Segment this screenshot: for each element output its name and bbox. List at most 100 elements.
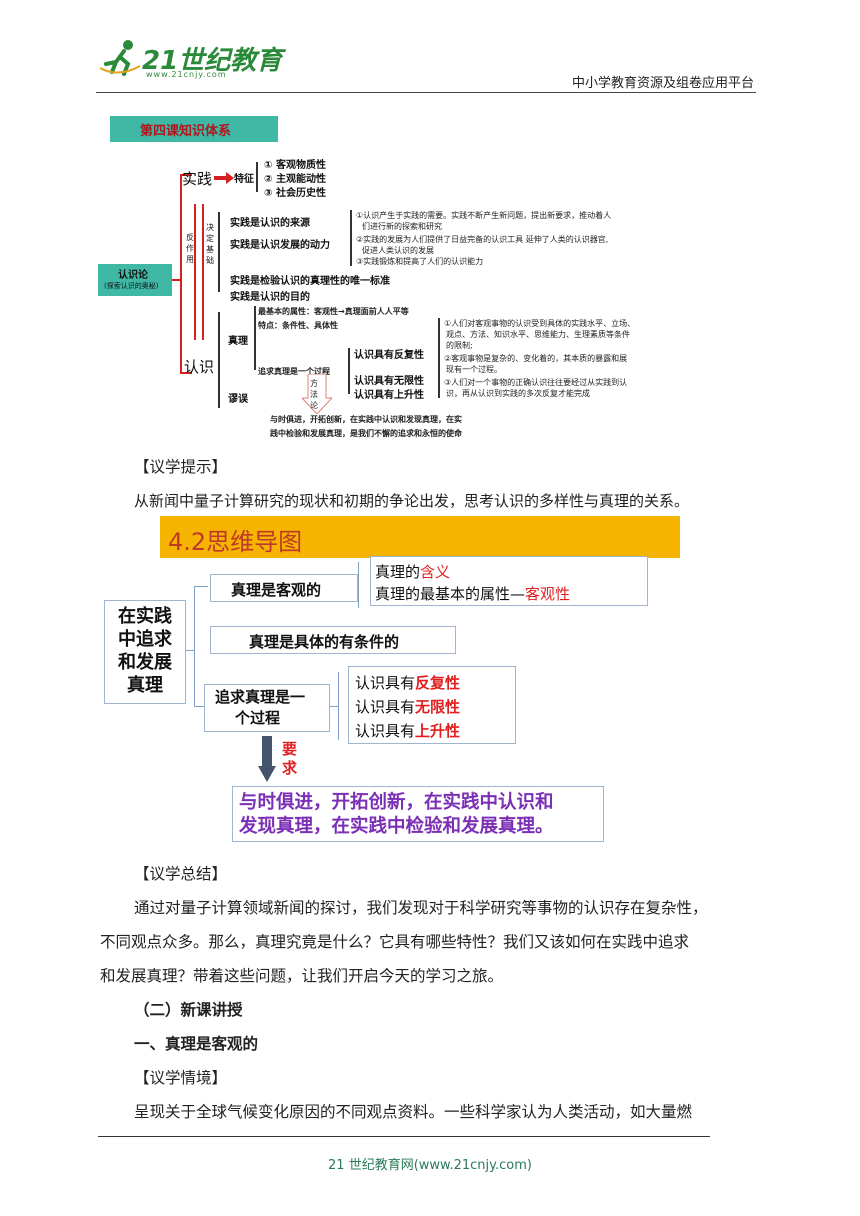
error-node: 谬误 bbox=[228, 394, 248, 405]
connector bbox=[180, 174, 192, 176]
pursue-note: 观点、方法、知识水平、思维能力、生理素质等条件 bbox=[446, 330, 630, 339]
branch-concrete: 真理是具体的有条件的 bbox=[210, 626, 456, 654]
branch-label: 真理是具体的有条件的 bbox=[249, 633, 400, 651]
connector bbox=[218, 312, 220, 408]
method-down-arrow-icon bbox=[302, 374, 332, 414]
pursue-note: ③人们对一个事物的正确认识往往要经过从实践到认 bbox=[444, 378, 628, 387]
decisive-label: 决定 基础 bbox=[206, 223, 214, 265]
pursue-note: 的限制; bbox=[446, 341, 473, 350]
require-label: 要 求 bbox=[282, 740, 297, 778]
connector bbox=[256, 162, 258, 192]
mind-map-root: 在实践 中追求 和发展 真理 bbox=[104, 600, 186, 704]
situation-label: 【议学情境】 bbox=[134, 1069, 228, 1087]
result-box: 与时俱进，开拓创新，在实践中认识和 发现真理，在实践中检验和发展真理。 bbox=[232, 786, 604, 842]
role-note: 促进人类认识的发展 bbox=[362, 246, 434, 255]
knowledge-system-diagram: 第四课知识体系 认识论 (探索认识的奥秘) 实践 特征 ① 客观物质性 ② 主观… bbox=[96, 112, 635, 442]
connector bbox=[180, 174, 182, 374]
role-note: ③实践锻炼和提高了人们的认识能力 bbox=[356, 257, 484, 266]
branch-label: 真理是客观的 bbox=[231, 581, 322, 599]
connector bbox=[194, 586, 208, 587]
connector bbox=[172, 279, 180, 281]
root-line: 中追求 bbox=[118, 629, 172, 650]
branch-objective: 真理是客观的 bbox=[210, 574, 358, 602]
runner-logo-icon bbox=[99, 40, 141, 76]
feature-item: ① 客观物质性 bbox=[264, 160, 326, 171]
root-node: 认识论 (探索认识的奥秘) bbox=[98, 264, 172, 296]
role-item: 实践是认识的目的 bbox=[230, 292, 310, 303]
pursue-item: 认识具有无限性 bbox=[354, 376, 424, 387]
feature-item: ② 主观能动性 bbox=[264, 174, 326, 185]
connector bbox=[330, 706, 338, 707]
root-line: 和发展 bbox=[118, 652, 172, 673]
truth-attr: 特点：条件性、具体性 bbox=[258, 321, 338, 330]
root-line: 在实践 bbox=[118, 606, 172, 627]
connector bbox=[350, 210, 352, 266]
root-sub: (探索认识的奥秘) bbox=[104, 282, 159, 290]
item-prefix: 认识具有 bbox=[355, 674, 416, 692]
connector bbox=[358, 562, 359, 608]
feature-label: 特征 bbox=[234, 174, 254, 185]
summary-line: 通过对量子计算领域新闻的探讨，我们发现对于科学研究等事物的认识存在复杂性， bbox=[134, 899, 708, 917]
down-arrow-icon bbox=[258, 736, 276, 782]
root-label: 认识论 bbox=[118, 270, 148, 281]
tip-label: 【议学提示】 bbox=[134, 458, 228, 476]
connector bbox=[348, 348, 350, 394]
logo-url: www.21cnjy.com bbox=[146, 70, 227, 79]
detail-key: 含义 bbox=[420, 563, 451, 581]
result-line: 与时俱进，开拓创新，在实践中认识和 bbox=[239, 792, 554, 813]
branch-objective-detail: 真理的含义 真理的最基本的属性—客观性 bbox=[370, 556, 648, 606]
pursue-note: 现有一个过程。 bbox=[446, 365, 502, 374]
branch-label: 个过程 bbox=[235, 709, 281, 727]
item-key: 无限性 bbox=[415, 698, 461, 716]
situation-text: 呈现关于全球气候变化原因的不同观点资料。一些科学家认为人类活动，如大量燃 bbox=[134, 1103, 693, 1121]
conclusion-line: 与时俱进，开拓创新，在实践中认识和发现真理，在实 bbox=[270, 415, 462, 424]
item-prefix: 认识具有 bbox=[355, 722, 416, 740]
connector bbox=[186, 650, 194, 651]
role-item: 实践是检验认识的真理性的唯一标准 bbox=[230, 276, 390, 287]
footer-link[interactable]: 21 世纪教育网(www.21cnjy.com) bbox=[328, 1158, 532, 1173]
reaction-label: 反作用 bbox=[186, 233, 194, 264]
detail-prefix: 真理的 bbox=[375, 563, 421, 581]
decisive-arrow bbox=[202, 204, 204, 340]
pursue-note: 识，再从认识到实践的多次反复才能完成 bbox=[446, 389, 590, 398]
connector bbox=[338, 672, 339, 740]
item-key: 上升性 bbox=[415, 722, 461, 740]
branch-label: 追求真理是一 bbox=[215, 688, 306, 706]
result-line: 发现真理，在实践中检验和发展真理。 bbox=[239, 816, 554, 837]
role-note: 们进行新的探索和研究 bbox=[362, 222, 442, 231]
role-item: 实践是认识的来源 bbox=[230, 218, 310, 229]
feature-item: ③ 社会历史性 bbox=[264, 188, 326, 199]
role-note: ②实践的发展为人们提供了日益完备的认识工具 延伸了人类的认识器官, bbox=[356, 235, 609, 244]
branch-process: 追求真理是一 个过程 bbox=[204, 684, 330, 732]
logo-text: 21世纪教育 bbox=[142, 46, 283, 76]
right-arrow-icon bbox=[214, 172, 234, 184]
footer-divider bbox=[98, 1136, 710, 1137]
connector bbox=[194, 586, 195, 706]
cognition-node: 认识 bbox=[184, 358, 215, 376]
pursue-label: 追求真理是一个过程 bbox=[258, 367, 330, 376]
connector bbox=[180, 372, 192, 374]
require-char: 求 bbox=[282, 759, 298, 777]
detail-prefix: 真理的最基本的属性— bbox=[375, 585, 526, 603]
branch-process-detail: 认识具有反复性 认识具有无限性 认识具有上升性 bbox=[348, 666, 516, 744]
item-key: 反复性 bbox=[415, 674, 461, 692]
practice-node: 实践 bbox=[182, 170, 213, 188]
require-char: 要 bbox=[282, 740, 298, 758]
conclusion-line: 践中检验和发展真理，是我们不懈的追求和永恒的使命 bbox=[270, 429, 462, 438]
summary-line: 和发展真理？带着这些问题，让我们开启今天的学习之旅。 bbox=[100, 967, 504, 985]
pursue-item: 认识具有上升性 bbox=[354, 390, 424, 401]
role-item: 实践是认识发展的动力 bbox=[230, 240, 330, 251]
reaction-arrow bbox=[194, 204, 196, 340]
summary-line: 不同观点众多。那么，真理究竟是什么？它具有哪些特性？我们又该如何在实践中追求 bbox=[100, 933, 690, 951]
header-divider bbox=[96, 92, 756, 93]
summary-label: 【议学总结】 bbox=[134, 865, 228, 883]
pursue-item: 认识具有反复性 bbox=[354, 350, 424, 361]
pursue-note: ①人们对客观事物的认识受到具体的实践水平、立场、 bbox=[444, 319, 636, 328]
connector bbox=[254, 306, 256, 370]
pursue-note: ②客观事物是复杂的、变化着的，其本质的暴露和展 bbox=[444, 354, 628, 363]
diagram-title-box: 第四课知识体系 bbox=[110, 116, 278, 142]
truth-node: 真理 bbox=[228, 336, 248, 347]
role-note: ①认识产生于实践的需要。实践不断产生新问题，提出新要求，推动着人 bbox=[356, 211, 612, 220]
mind-map-banner: 4.2思维导图 bbox=[160, 516, 680, 558]
detail-key: 客观性 bbox=[525, 585, 571, 603]
